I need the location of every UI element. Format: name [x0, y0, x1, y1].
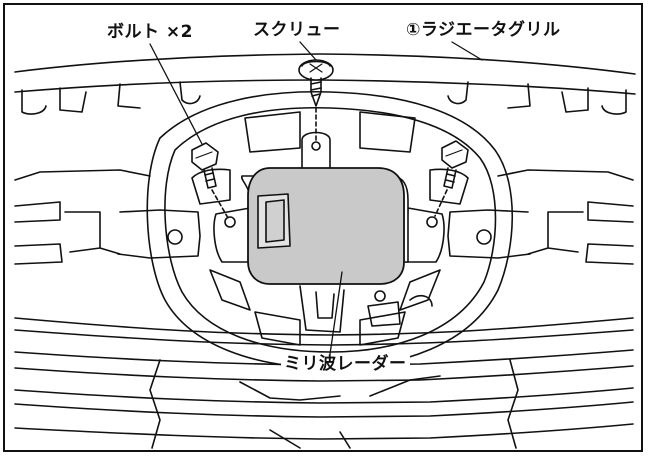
screw-fastener [298, 59, 334, 141]
bolt-left [191, 142, 229, 219]
leader-lines [149, 41, 483, 355]
radar-unit [247, 167, 405, 285]
diagram-frame [3, 3, 643, 452]
emblem-oval [146, 90, 514, 369]
bolt-label: ボルト ×2 [104, 22, 196, 42]
side-brackets [14, 169, 634, 265]
grille-top-bar [14, 53, 636, 115]
screw-label: スクリュー [250, 20, 344, 40]
center-mount [299, 285, 433, 333]
bolt-right [434, 140, 469, 217]
radar-label: ミリ波レーダー [281, 354, 410, 374]
lower-grille [14, 317, 634, 449]
radiator-grille-label: ①ラジエータグリル [403, 20, 564, 40]
